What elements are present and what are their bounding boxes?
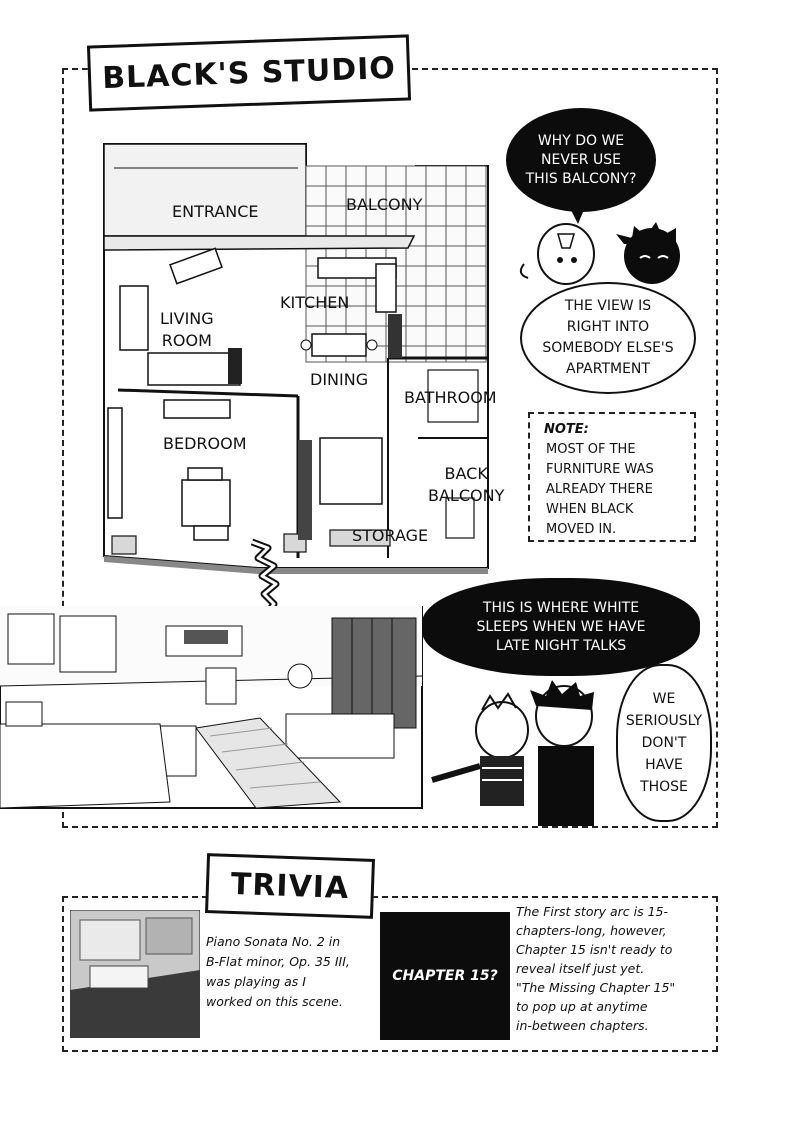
chapter-text-line: chapters-long, however, — [516, 923, 667, 938]
chapter-text-line: reveal itself just yet. — [516, 961, 645, 976]
caption-line: was playing as I — [206, 974, 306, 989]
bubble-line: WE — [652, 691, 676, 707]
chapter-text-line: to pop up at anytime — [516, 999, 648, 1014]
speech-bubble-dont-have: WE SERIOUSLY DON'T HAVE THOSE — [616, 664, 712, 822]
bubble-line: THIS BALCONY? — [525, 170, 637, 187]
chapter-15-box: CHAPTER 15? — [380, 912, 510, 1040]
bubble-tail-icon — [566, 200, 588, 224]
speech-bubble-balcony-question: WHY DO WE NEVER USE THIS BALCONY? — [506, 108, 656, 212]
note-line: MOVED IN. — [546, 522, 617, 537]
room-label-living-line2: ROOM — [161, 331, 212, 350]
bubble-line: DON'T — [641, 735, 687, 751]
chapter-text-line: "The Missing Chapter 15" — [516, 980, 676, 995]
room-label-bedroom: BEDROOM — [163, 434, 247, 453]
page-title-text: BLACK'S STUDIO — [101, 50, 397, 96]
bubble-line: SERIOUSLY — [625, 713, 703, 729]
room-label-entrance: ENTRANCE — [172, 202, 259, 221]
chibi-characters-bottom — [431, 680, 594, 826]
room-label-kitchen: KITCHEN — [280, 293, 350, 312]
chibi-characters-top — [519, 222, 680, 285]
speech-bubble-view-answer: THE VIEW IS RIGHT INTO SOMEBODY ELSE'S A… — [520, 282, 696, 394]
note-line: FURNITURE WAS — [546, 462, 654, 477]
room-label-back-line2: BALCONY — [428, 486, 505, 505]
room-label-bathroom: BATHROOM — [404, 388, 497, 407]
trivia-title: TRIVIA — [205, 853, 375, 919]
room-label-balcony: BALCONY — [346, 195, 423, 214]
bubble-line: APARTMENT — [566, 361, 650, 377]
trivia-panel-frame — [62, 896, 718, 1052]
room-label-back-line1: BACK — [444, 464, 488, 483]
room-label-dining: DINING — [310, 370, 369, 389]
room-label-living-room: LIVING ROOM — [160, 308, 214, 352]
chapter-text-line: The First story arc is 15- — [516, 904, 669, 919]
caption-line: worked on this scene. — [206, 994, 343, 1009]
caption-line: Piano Sonata No. 2 in — [206, 934, 341, 949]
bubble-line: THIS IS WHERE WHITE — [482, 599, 640, 616]
bubble-line: HAVE — [645, 757, 683, 773]
bubble-line: RIGHT INTO — [566, 319, 650, 335]
note-heading: NOTE: — [544, 422, 589, 437]
note-line: ALREADY THERE — [546, 482, 653, 497]
chapter-15-text: The First story arc is 15- chapters-long… — [516, 902, 716, 1035]
note-line: WHEN BLACK — [546, 502, 634, 517]
bubble-line: LATE NIGHT TALKS — [495, 637, 627, 654]
note-line: MOST OF THE — [546, 442, 636, 457]
bubble-line: WHY DO WE — [537, 132, 625, 149]
bedroom-perspective-panel — [0, 606, 423, 809]
bubble-line: SOMEBODY ELSE'S — [542, 340, 674, 356]
trivia-scene-thumbnail — [70, 910, 200, 1038]
bubble-line: NEVER USE — [541, 151, 621, 168]
page-title: BLACK'S STUDIO — [86, 34, 412, 112]
note-box: NOTE: MOST OF THE FURNITURE WAS ALREADY … — [528, 412, 696, 542]
room-label-storage: STORAGE — [352, 526, 429, 545]
chapter-text-line: Chapter 15 isn't ready to — [516, 942, 673, 957]
room-label-back-balcony: BACK BALCONY — [428, 463, 504, 507]
speech-bubble-late-night: THIS IS WHERE WHITE SLEEPS WHEN WE HAVE … — [422, 578, 700, 676]
trivia-title-text: TRIVIA — [230, 866, 350, 906]
chapter-text-line: in-between chapters. — [516, 1018, 649, 1033]
bubble-line: THOSE — [640, 779, 688, 795]
caption-line: B-Flat minor, Op. 35 III, — [206, 954, 350, 969]
bubble-line: THE VIEW IS — [564, 298, 652, 314]
bubble-line: SLEEPS WHEN WE HAVE — [476, 618, 646, 635]
chapter-15-label: CHAPTER 15? — [392, 968, 498, 984]
trivia-image-caption: Piano Sonata No. 2 in B-Flat minor, Op. … — [206, 932, 378, 1012]
floorplan-illustration — [103, 143, 489, 574]
room-label-living-line1: LIVING — [160, 309, 214, 328]
